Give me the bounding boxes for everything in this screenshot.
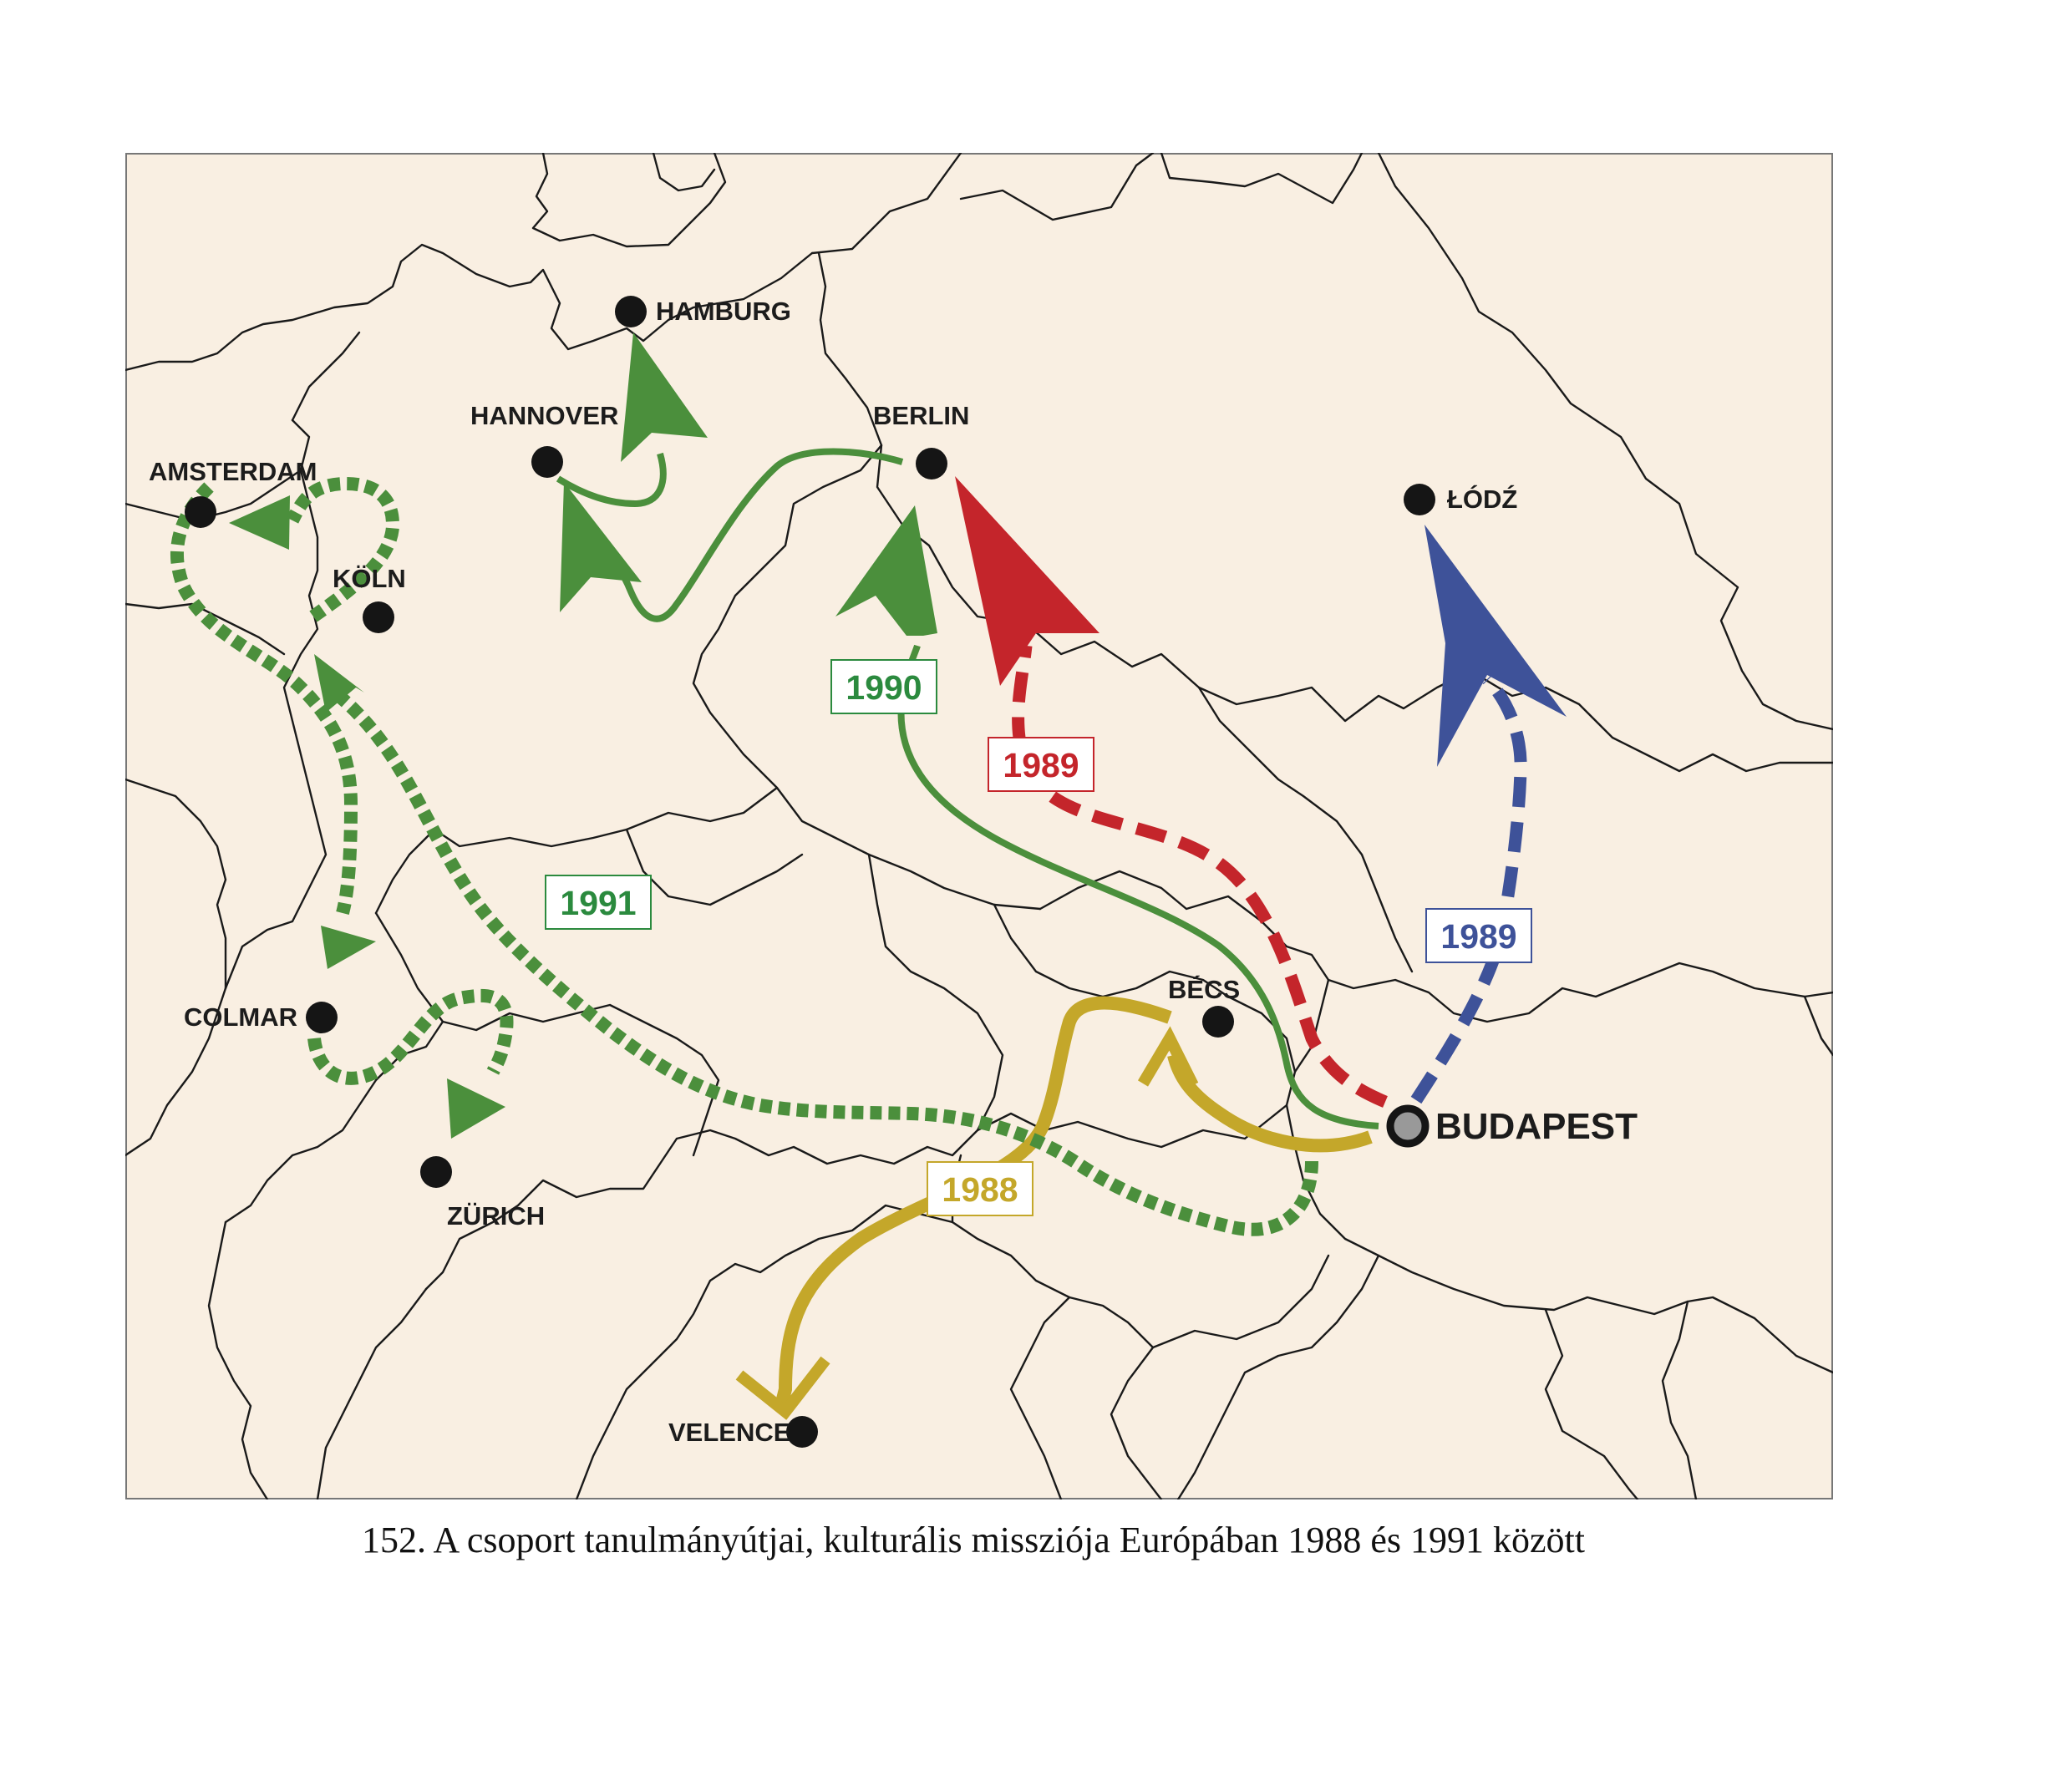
city-dot-colmar [306,1002,338,1033]
city-dot-becs [1202,1006,1234,1038]
map-canvas: HAMBURG HANNOVER BERLIN AMSTERDAM KÖLN Ł… [125,153,1833,1499]
border-hungary-croatia [1176,1254,1380,1499]
city-label-becs: BÉCS [1168,975,1240,1004]
city-label-amsterdam: AMSTERDAM [149,457,317,486]
border-croatia-bosnia [1110,1254,1330,1499]
border-slovakia-hungary [1327,962,1833,1023]
border-germany-austria [374,786,779,915]
route-1990-green-line [897,644,1379,1129]
route-1991-green [170,476,1318,1236]
border-france-italy [207,1220,269,1499]
year-label-1990-text: 1990 [846,668,922,707]
city-markers [185,296,1435,1448]
border-north-sea-coast [125,243,814,372]
route-1990-green [556,332,1379,1129]
city-label-lodz: ŁÓDŹ [1447,484,1517,514]
city-dot-velence [786,1416,818,1448]
border-denmark-germany [531,153,727,248]
border-france-switzerland [125,987,227,1157]
year-label-1989-red-text: 1989 [1003,746,1079,784]
border-benelux [125,602,286,656]
route-1991-green-amsterdam-colmar [170,482,358,916]
route-1991-green-colmar-zurich [307,988,514,1085]
border-germany-poland [817,251,1833,773]
route-1991-green-arrowhead-koln [314,654,364,713]
city-label-zurich: ZÜRICH [447,1201,545,1231]
border-italy-north [575,1204,954,1499]
border-romania-serbia [1544,1308,1639,1499]
route-1990-green-berlin-hannover [599,448,904,622]
route-1990-green-arrowhead-1 [835,505,937,636]
country-borders [125,153,1833,1499]
city-dot-koln [363,601,394,633]
figure-caption: 152. A csoport tanulmányútjai, kulturáli… [361,1520,1585,1560]
city-dot-zurich [420,1156,452,1188]
city-dot-hamburg [615,296,647,327]
border-belgium-netherlands [125,469,302,522]
route-1991-green-loop-amsterdam [286,476,400,622]
border-france-belgium [125,778,227,990]
border-lower-right [1661,1300,1698,1499]
year-label-1988-text: 1988 [942,1170,1018,1209]
border-switzerland-south [224,1020,444,1224]
city-label-koln: KÖLN [333,564,406,593]
city-label-hamburg: HAMBURG [656,297,791,326]
city-label-velence: VELENCE [668,1418,790,1447]
border-slovenia-croatia [1009,1296,1071,1499]
year-label-1990: 1990 [830,659,937,714]
route-1988-gold-main [774,996,1172,1408]
border-czech-west [692,444,1042,911]
border-baltic-poland [959,153,1155,221]
city-label-budapest: BUDAPEST [1435,1106,1638,1147]
border-poland-russia [1377,153,1833,731]
route-1990-green-arrowhead-3 [621,332,708,462]
year-label-1989-blue-text: 1989 [1440,917,1516,956]
border-germany-inner [625,828,804,906]
route-1991-green-arrowhead-zurich [447,1078,505,1139]
city-labels: HAMBURG HANNOVER BERLIN AMSTERDAM KÖLN Ł… [149,297,1638,1447]
year-label-1991: 1991 [545,875,652,930]
border-ukraine-romania [1803,995,1833,1057]
border-bavaria [867,853,1004,1132]
border-poland-east [1160,153,1364,205]
route-1989-red-arrowhead [955,476,1099,686]
route-1988-gold [735,996,1373,1420]
city-label-hannover: HANNOVER [470,401,618,430]
border-alps-inner [316,1287,428,1499]
border-austria-italy [424,1104,1288,1291]
border-denmark-peninsula [652,153,716,192]
map: HAMBURG HANNOVER BERLIN AMSTERDAM KÖLN Ł… [125,153,1833,1499]
year-label-1991-text: 1991 [560,884,636,922]
city-dot-budapest [1386,1104,1430,1148]
border-baltic-coast [810,153,962,255]
route-1988-gold-arrowhead-becs [1137,1026,1199,1088]
route-1991-green-main [324,682,1318,1236]
route-1989-blue-arrowhead [1424,525,1567,767]
city-label-colmar: COLMAR [184,1002,297,1032]
year-label-1989-red: 1989 [988,737,1094,792]
city-dot-amsterdam [185,496,216,528]
border-czech-north [1197,686,1414,973]
city-dot-berlin [916,448,947,480]
border-austria-czech [993,903,1297,1073]
city-dot-lodz [1404,484,1435,515]
border-austria-hungary [1285,978,1833,1374]
route-1989-blue-line [1410,674,1527,1104]
route-1991-green-arrowhead-colmar [321,926,376,969]
year-label-1988: 1988 [927,1161,1033,1216]
border-czech-south [1039,870,1330,982]
route-1988-gold-arrowhead-velence [735,1356,830,1420]
route-1990-green-hannover-hamburg [556,452,667,508]
border-netherlands-germany [291,331,361,422]
city-label-berlin: BERLIN [873,401,969,430]
route-1990-green-arrowhead-2 [560,482,642,612]
border-france-germany [224,419,328,990]
route-1989-blue [1410,525,1567,1104]
city-dot-hannover [531,446,563,478]
year-label-1989-blue: 1989 [1425,908,1532,963]
route-1991-green-arrowhead-amsterdam [229,495,290,550]
